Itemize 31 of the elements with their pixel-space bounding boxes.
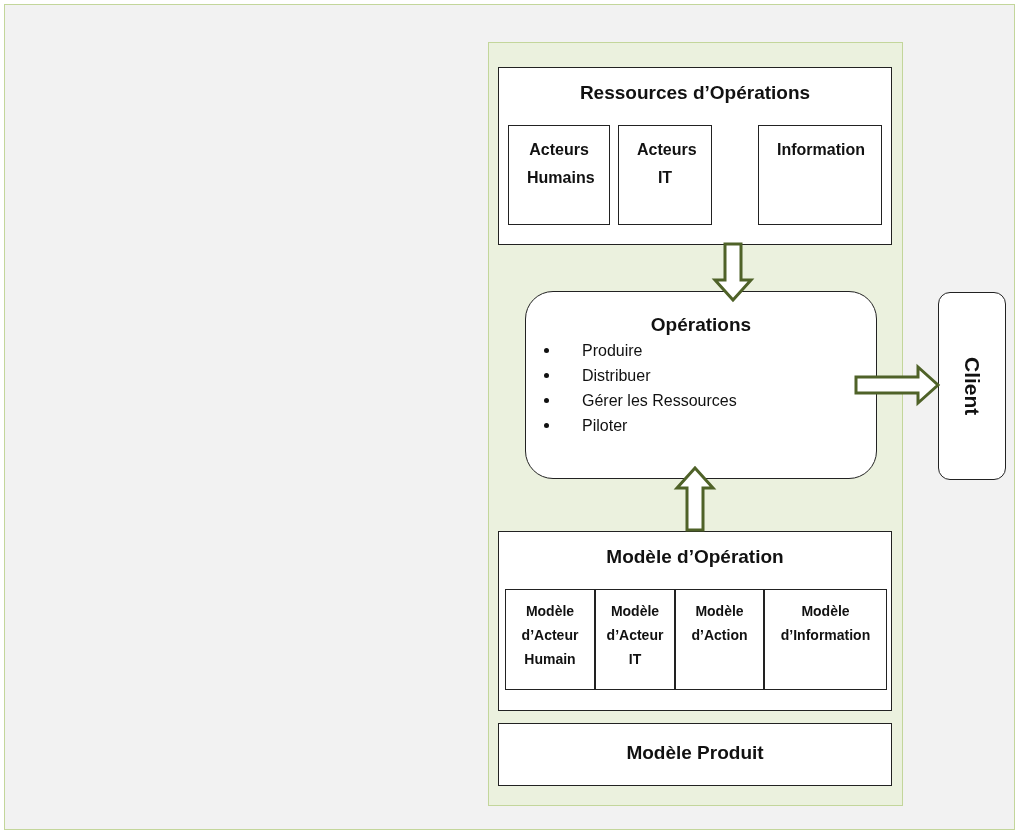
label: Acteurs IT [636, 140, 698, 188]
table-cell [764, 589, 887, 690]
table-cell [675, 589, 764, 690]
table-cell [505, 589, 595, 690]
heading: Opérations [649, 314, 753, 336]
label: Modèle Produit [625, 741, 765, 765]
table-cell [595, 589, 675, 690]
label: Modèle d’Acteur IT [605, 602, 665, 669]
label: Ressources d’Opérations [578, 81, 812, 105]
label: Acteurs Humains [526, 140, 596, 188]
vertical-label: Client [960, 356, 985, 416]
label: Modèle d’Opération [605, 545, 785, 569]
block-arrow [673, 465, 717, 532]
bullet-item: Piloter [544, 417, 876, 435]
box [498, 723, 892, 786]
rounded-box [525, 291, 877, 479]
group-box [498, 67, 892, 245]
bullet-item: Produire [544, 342, 876, 360]
group-box [498, 531, 892, 711]
box-shape [488, 42, 903, 806]
block-arrow [854, 363, 941, 407]
box [758, 125, 882, 225]
label: Modèle d’Information [779, 602, 872, 645]
rounded-box [938, 292, 1006, 480]
bullet-item: Gérer les Ressources [544, 392, 876, 410]
label: Modèle d’Action [690, 602, 749, 645]
label: Information [776, 140, 866, 160]
box [508, 125, 610, 225]
block-arrow [711, 242, 755, 303]
box [618, 125, 712, 225]
label: Modèle d’Acteur Humain [520, 602, 580, 669]
